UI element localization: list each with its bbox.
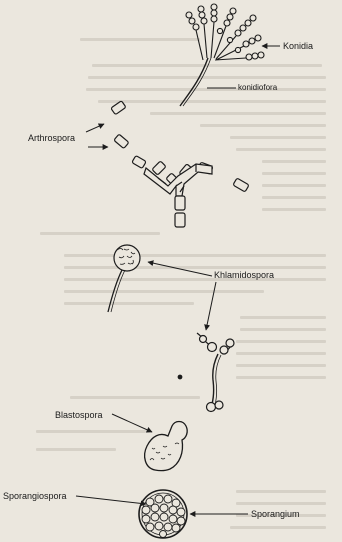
label-arthrospora: Arthrospora [28, 133, 75, 143]
blastospora-arrow [112, 414, 152, 432]
label-khlamidospora: Khlamidospora [214, 270, 274, 280]
label-blastospora: Blastospora [55, 410, 103, 420]
label-konidia: Konidia [283, 41, 313, 51]
khlamidospora-arrow-2 [206, 282, 216, 330]
label-konidiofora: konidiofora [238, 83, 277, 93]
sporangium-drawing [139, 490, 187, 538]
blastospora-drawing [145, 422, 188, 471]
arthrospora-arrow-1 [86, 124, 104, 132]
khlamidospora-arrow-1 [148, 262, 212, 276]
sporangiospora-arrow [76, 496, 146, 504]
label-sporangiospora: Sporangiospora [3, 491, 67, 501]
arthrospora-drawing [111, 101, 249, 227]
label-sporangium: Sporangium [251, 509, 300, 519]
